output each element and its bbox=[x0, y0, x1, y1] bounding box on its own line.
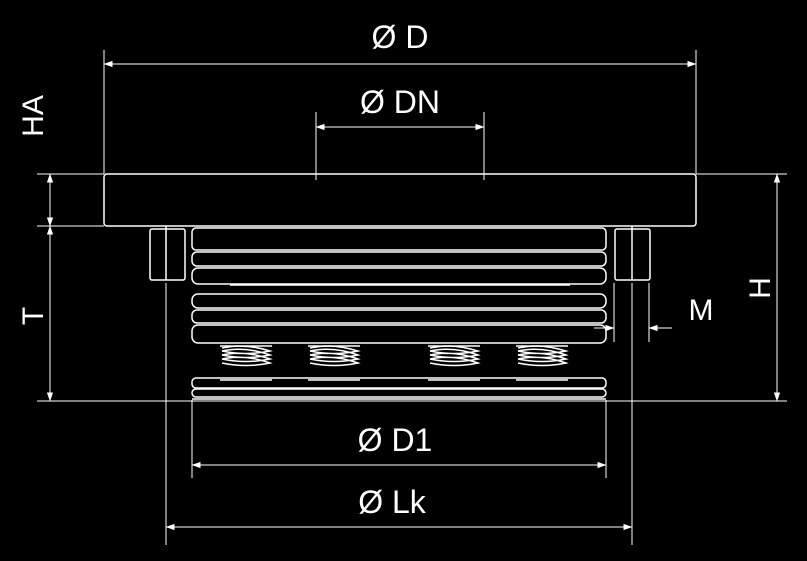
spring-3 bbox=[428, 345, 481, 381]
upper-housing bbox=[191, 227, 607, 286]
top-plate bbox=[103, 173, 697, 227]
label-ha: HA bbox=[17, 95, 50, 137]
dimension-lines bbox=[46, 60, 781, 531]
guide-pin-left bbox=[149, 226, 186, 281]
base-plates bbox=[191, 377, 607, 400]
label-dn: Ø DN bbox=[360, 84, 440, 120]
extension-lines bbox=[37, 50, 787, 545]
label-t: T bbox=[17, 307, 50, 325]
label-lk: Ø Lk bbox=[358, 484, 427, 520]
spring-4 bbox=[516, 345, 569, 381]
label-d1: Ø D1 bbox=[358, 422, 433, 458]
label-m: M bbox=[689, 294, 714, 327]
springs bbox=[220, 345, 569, 381]
label-h: H bbox=[744, 277, 777, 299]
spring-1 bbox=[220, 345, 273, 381]
guide-pin-right bbox=[614, 226, 651, 281]
spring-2 bbox=[308, 345, 361, 381]
label-d: Ø D bbox=[372, 19, 429, 55]
middle-housing bbox=[191, 293, 607, 344]
